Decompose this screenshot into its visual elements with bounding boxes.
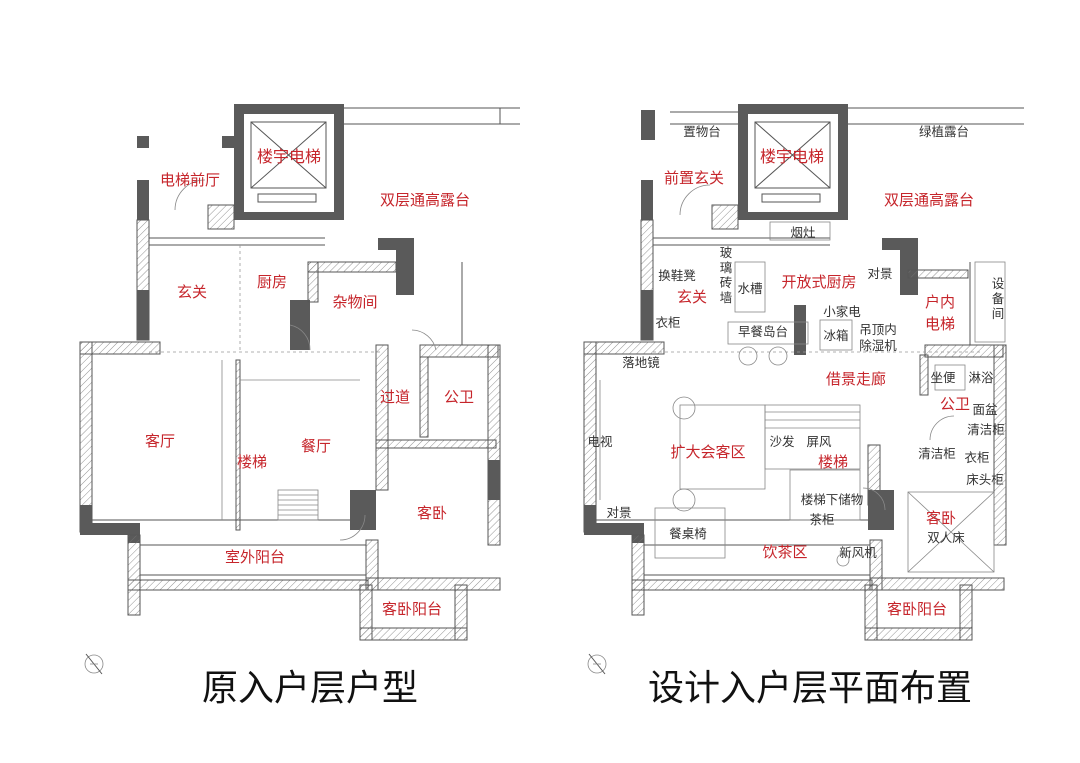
label-view-2: 对景 bbox=[606, 505, 631, 520]
label-foyer-right: 玄关 bbox=[677, 288, 707, 306]
north-arrow-icon bbox=[84, 653, 104, 675]
label-stairs-right: 楼梯 bbox=[818, 453, 848, 471]
label-guest-bedroom-right: 客卧 bbox=[926, 509, 956, 527]
label-breakfast-island: 早餐岛台 bbox=[738, 324, 788, 339]
label-kitchen: 厨房 bbox=[257, 273, 287, 291]
label-cleaning-cabinet-1: 清洁柜 bbox=[967, 422, 1005, 437]
label-guest-bedroom: 客卧 bbox=[417, 504, 447, 522]
label-range-hood: 烟灶 bbox=[790, 225, 815, 240]
label-glass-brick-4: 墙 bbox=[720, 290, 733, 305]
label-dining-room: 餐厅 bbox=[301, 437, 331, 455]
label-open-kitchen: 开放式厨房 bbox=[781, 273, 856, 291]
label-shelf: 置物台 bbox=[683, 124, 721, 139]
right-plan: 置物台 前置玄关 楼宇电梯 绿植露台 双层通高露台 烟灶 玻 璃 砖 墙 换鞋凳… bbox=[583, 104, 1024, 709]
label-basin: 面盆 bbox=[972, 402, 998, 417]
label-storage-room: 杂物间 bbox=[332, 293, 377, 311]
label-front-foyer: 前置玄关 bbox=[664, 169, 724, 187]
label-home-elevator-2: 电梯 bbox=[925, 315, 955, 333]
label-expanded-reception: 扩大会客区 bbox=[670, 443, 745, 461]
label-corridor: 过道 bbox=[380, 388, 410, 406]
label-double-height-terrace-right: 双层通高露台 bbox=[884, 191, 974, 209]
label-tv: 电视 bbox=[587, 434, 613, 449]
label-under-stair-storage: 楼梯下储物 bbox=[801, 492, 864, 507]
label-foyer: 玄关 bbox=[177, 283, 207, 301]
label-shower: 淋浴 bbox=[968, 370, 994, 385]
right-walls bbox=[583, 110, 1007, 641]
label-view-corridor: 借景走廊 bbox=[826, 370, 886, 388]
label-screen: 屏风 bbox=[806, 434, 832, 449]
label-ceiling-dehumidifier-2: 除湿机 bbox=[859, 338, 897, 353]
left-elevator-shaft bbox=[234, 104, 344, 220]
label-building-elevator: 楼宇电梯 bbox=[257, 147, 321, 166]
label-glass-brick-1: 玻 bbox=[720, 245, 733, 260]
label-elevator-hall: 电梯前厅 bbox=[160, 171, 220, 189]
label-double-height-terrace: 双层通高露台 bbox=[380, 191, 470, 209]
label-sink: 水槽 bbox=[737, 281, 762, 296]
label-equipment-1: 设 bbox=[992, 276, 1005, 291]
left-terrace-outline bbox=[344, 107, 520, 345]
label-public-wc-right: 公卫 bbox=[940, 395, 970, 413]
left-caption: 原入户层户型 bbox=[202, 668, 418, 709]
label-building-elevator-right: 楼宇电梯 bbox=[760, 147, 824, 166]
label-guest-balcony: 客卧阳台 bbox=[382, 600, 442, 618]
label-outdoor-balcony: 室外阳台 bbox=[225, 548, 285, 566]
label-wardrobe-2: 衣柜 bbox=[964, 450, 989, 465]
label-equipment-2: 备 bbox=[992, 291, 1005, 306]
label-equipment-3: 间 bbox=[992, 306, 1005, 321]
label-tea-cabinet: 茶柜 bbox=[809, 512, 834, 527]
right-terrace-outline bbox=[670, 107, 1024, 345]
label-double-bed: 双人床 bbox=[927, 530, 965, 545]
label-nightstand: 床头柜 bbox=[966, 472, 1004, 487]
label-public-wc: 公卫 bbox=[444, 388, 474, 406]
label-glass-brick-2: 璃 bbox=[720, 260, 733, 275]
left-plan: 电梯前厅 楼宇电梯 双层通高露台 玄关 厨房 杂物间 过道 公卫 客厅 楼梯 餐… bbox=[79, 104, 520, 709]
label-planting-terrace: 绿植露台 bbox=[919, 124, 969, 139]
label-floor-mirror: 落地镜 bbox=[622, 355, 660, 370]
label-living-room: 客厅 bbox=[145, 432, 175, 450]
label-view-1: 对景 bbox=[867, 266, 892, 281]
label-fresh-air-unit: 新风机 bbox=[839, 545, 877, 560]
label-stairs: 楼梯 bbox=[237, 453, 267, 471]
label-wardrobe: 衣柜 bbox=[655, 315, 680, 330]
label-fridge: 冰箱 bbox=[823, 328, 848, 343]
north-arrow-icon bbox=[587, 653, 607, 675]
right-elevator-shaft bbox=[738, 104, 848, 220]
label-shoe-bench: 换鞋凳 bbox=[658, 268, 696, 283]
label-cleaning-cabinet-2: 清洁柜 bbox=[918, 446, 956, 461]
label-small-appliance: 小家电 bbox=[823, 304, 861, 319]
label-tea-area: 饮茶区 bbox=[762, 543, 807, 561]
label-ceiling-dehumidifier-1: 吊顶内 bbox=[859, 322, 897, 337]
right-furniture bbox=[595, 184, 995, 576]
label-toilet: 坐便 bbox=[930, 370, 956, 385]
label-dining-set: 餐桌椅 bbox=[669, 526, 707, 541]
left-partitions bbox=[91, 179, 437, 576]
label-home-elevator-1: 户内 bbox=[925, 293, 955, 311]
label-guest-balcony-right: 客卧阳台 bbox=[887, 600, 947, 618]
right-caption: 设计入户层平面布置 bbox=[648, 668, 972, 709]
label-glass-brick-3: 砖 bbox=[720, 275, 733, 290]
left-walls bbox=[79, 136, 501, 641]
label-sofa: 沙发 bbox=[769, 434, 795, 449]
